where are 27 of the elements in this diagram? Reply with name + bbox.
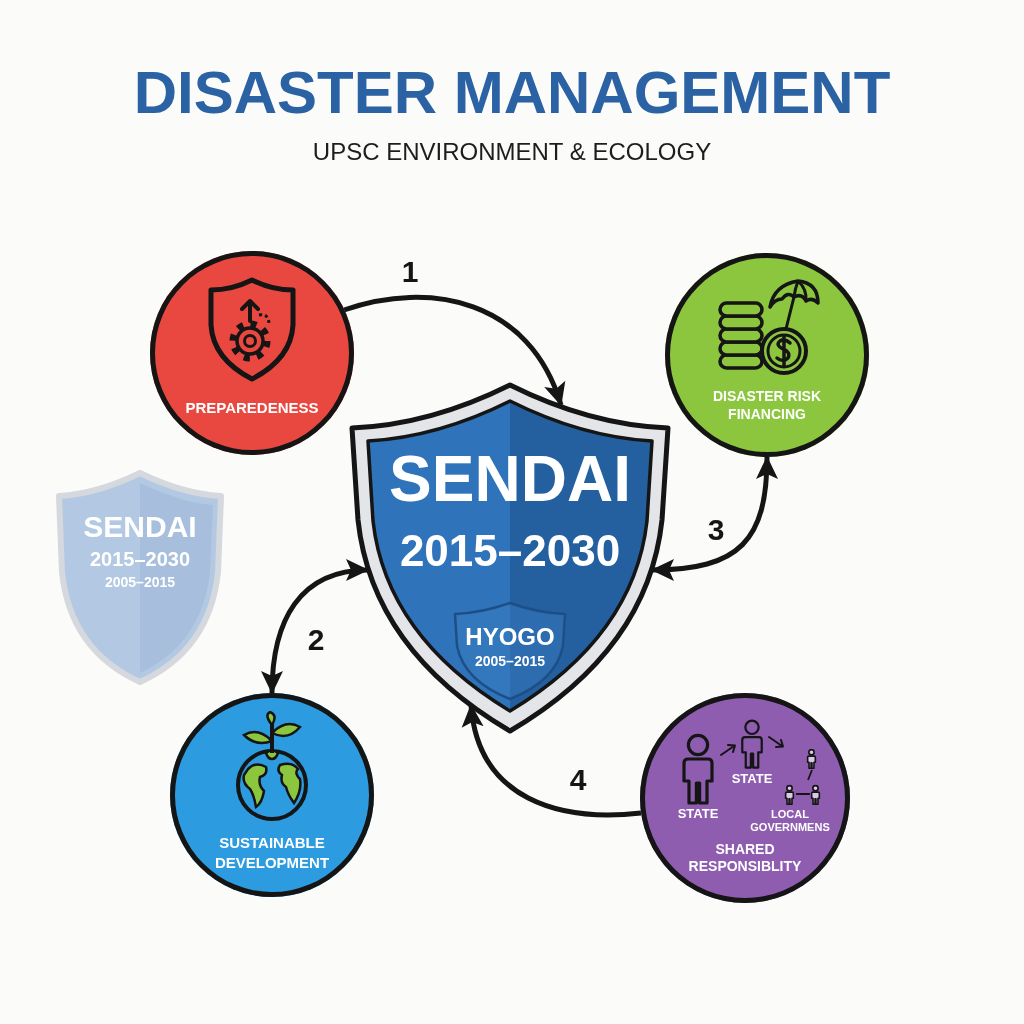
shield-title: SENDAI bbox=[83, 510, 197, 543]
role-label: LOCAL GOVERNMENS bbox=[750, 808, 830, 833]
shield-title: SENDAI bbox=[389, 443, 631, 515]
node-label: SHARED RESPONSIBLITY bbox=[688, 841, 802, 874]
step-number: 4 bbox=[569, 763, 587, 796]
year-range: 2015–2030 bbox=[399, 526, 621, 575]
node-label: DISASTER RISK FINANCING bbox=[712, 388, 822, 423]
year-range: 2005–2015 bbox=[474, 653, 546, 669]
curved-arrow bbox=[651, 456, 778, 581]
step-number: 1 bbox=[401, 255, 419, 288]
title: DISASTER MANAGEMENT bbox=[133, 59, 891, 126]
inner-shield bbox=[452, 601, 568, 701]
step-number: 2 bbox=[307, 623, 325, 656]
year-range: 2015–2030 bbox=[89, 548, 191, 570]
curved-arrow bbox=[463, 704, 642, 818]
curved-arrow bbox=[261, 560, 369, 694]
role-label: STATE bbox=[731, 771, 773, 786]
year-range: 2005–2015 bbox=[104, 574, 176, 590]
subtitle: UPSC ENVIRONMENT & ECOLOGY bbox=[312, 138, 712, 165]
shield-title: HYOGO bbox=[465, 623, 555, 650]
node-label: SUSTAINABLE DEVELOPMENT bbox=[214, 834, 330, 871]
faded-shield bbox=[55, 470, 225, 685]
step-number: 3 bbox=[707, 513, 725, 546]
shield-shape bbox=[348, 381, 672, 735]
node-label: PREPAREDENESS bbox=[185, 399, 319, 416]
curved-arrow bbox=[343, 294, 564, 406]
role-label: STATE bbox=[677, 806, 719, 821]
